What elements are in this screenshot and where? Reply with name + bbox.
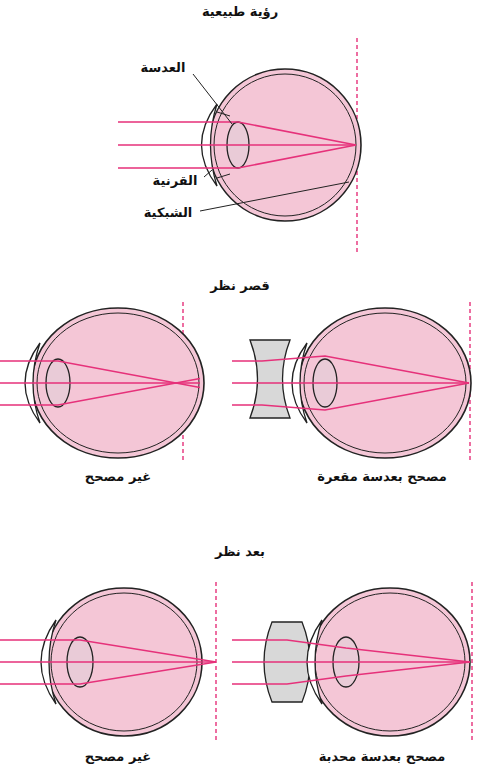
panel-title: بعد نظر [215, 544, 265, 560]
caption-label: مصحح بعدسة محدبة [319, 749, 446, 765]
focal-plane-lines [183, 38, 472, 742]
panel-title: قصر نظر [210, 278, 270, 294]
light-rays [232, 356, 469, 410]
light-rays [0, 361, 200, 405]
part-name: العدسة [141, 60, 186, 76]
light-rays [232, 640, 470, 684]
caption-label: غير مصحح [85, 749, 151, 765]
leader-lines [193, 74, 349, 211]
caption-label: مصحح بعدسة مقعرة [317, 469, 447, 485]
part-name: الشبكية [144, 205, 193, 221]
panel-title: رؤية طبيعية [202, 4, 278, 20]
light-rays [118, 122, 356, 168]
light-rays [0, 640, 216, 684]
caption-label: غير مصحح [85, 469, 151, 485]
part-name: القرنية [153, 173, 198, 189]
